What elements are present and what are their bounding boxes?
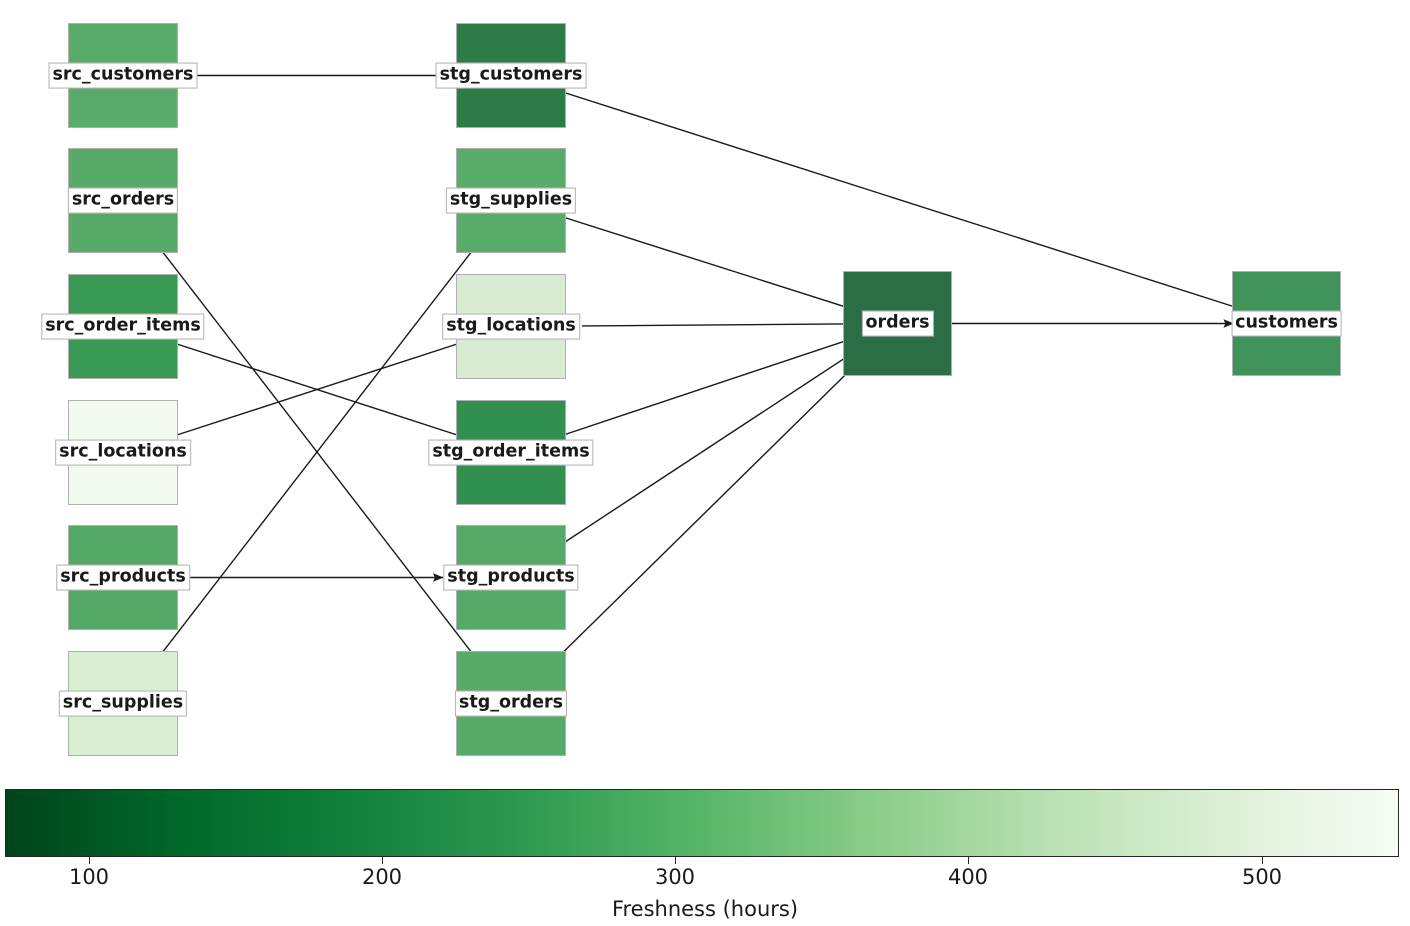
node-label-stg_locations: stg_locations [442, 313, 580, 340]
node-orders[interactable]: orders [843, 271, 952, 376]
node-label-stg_orders: stg_orders [454, 690, 568, 717]
node-label-stg_order_items: stg_order_items [428, 439, 594, 466]
node-stg_supplies[interactable]: stg_supplies [445, 148, 577, 253]
node-customers[interactable]: customers [1231, 271, 1342, 376]
edge-stg_locations-to-orders [581, 319, 861, 329]
edges-group [132, 74, 1245, 691]
colorbar-tick-label: 200 [361, 865, 403, 889]
tick-mark-icon [382, 857, 383, 864]
node-src_orders[interactable]: src_orders [67, 148, 179, 253]
node-label-stg_customers: stg_customers [435, 62, 587, 89]
edge-src_locations-to-stg_locations [162, 339, 470, 441]
node-label-src_locations: src_locations [55, 439, 191, 466]
node-label-orders: orders [861, 310, 934, 337]
node-stg_customers[interactable]: stg_customers [435, 23, 587, 128]
node-src_order_items[interactable]: src_order_items [41, 274, 205, 379]
tick-mark-icon [675, 857, 676, 864]
edge-src_order_items-to-stg_order_items [162, 338, 470, 440]
colorbar-ticks: 100 200 300 400 500 [0, 857, 1410, 897]
node-label-stg_supplies: stg_supplies [445, 187, 577, 214]
colorbar-axis-label: Freshness (hours) [611, 897, 799, 921]
node-stg_orders[interactable]: stg_orders [454, 651, 568, 756]
node-src_supplies[interactable]: src_supplies [58, 651, 188, 756]
edge-layer [132, 74, 1245, 691]
colorbar-tick-label: 300 [654, 865, 696, 889]
tick-mark-icon [968, 857, 969, 864]
node-src_products[interactable]: src_products [56, 525, 190, 630]
node-label-src_products: src_products [56, 564, 190, 591]
colorbar-tick-label: 400 [947, 865, 989, 889]
node-label-src_order_items: src_order_items [41, 313, 205, 340]
colorbar-legend: 100 200 300 400 500 Freshness (hours) [0, 775, 1410, 926]
tick-mark-icon [1262, 857, 1263, 864]
edge-stg_supplies-to-orders [551, 212, 861, 313]
colorbar-tick-label: 100 [68, 865, 110, 889]
edge-stg_order_items-to-orders [549, 335, 861, 441]
node-src_locations[interactable]: src_locations [55, 400, 191, 505]
tick-mark-icon [89, 857, 90, 864]
node-stg_products[interactable]: stg_products [443, 525, 579, 630]
node-label-customers: customers [1231, 310, 1342, 337]
node-src_customers[interactable]: src_customers [48, 23, 198, 128]
node-label-src_orders: src_orders [67, 187, 179, 214]
node-stg_order_items[interactable]: stg_order_items [428, 400, 594, 505]
node-label-src_customers: src_customers [48, 62, 198, 89]
colorbar-gradient [5, 789, 1399, 857]
node-label-src_supplies: src_supplies [58, 690, 188, 717]
colorbar-tick-label: 500 [1241, 865, 1283, 889]
node-stg_locations[interactable]: stg_locations [442, 274, 580, 379]
node-label-stg_products: stg_products [443, 564, 579, 591]
edge-stg_orders-to-orders [523, 337, 884, 691]
